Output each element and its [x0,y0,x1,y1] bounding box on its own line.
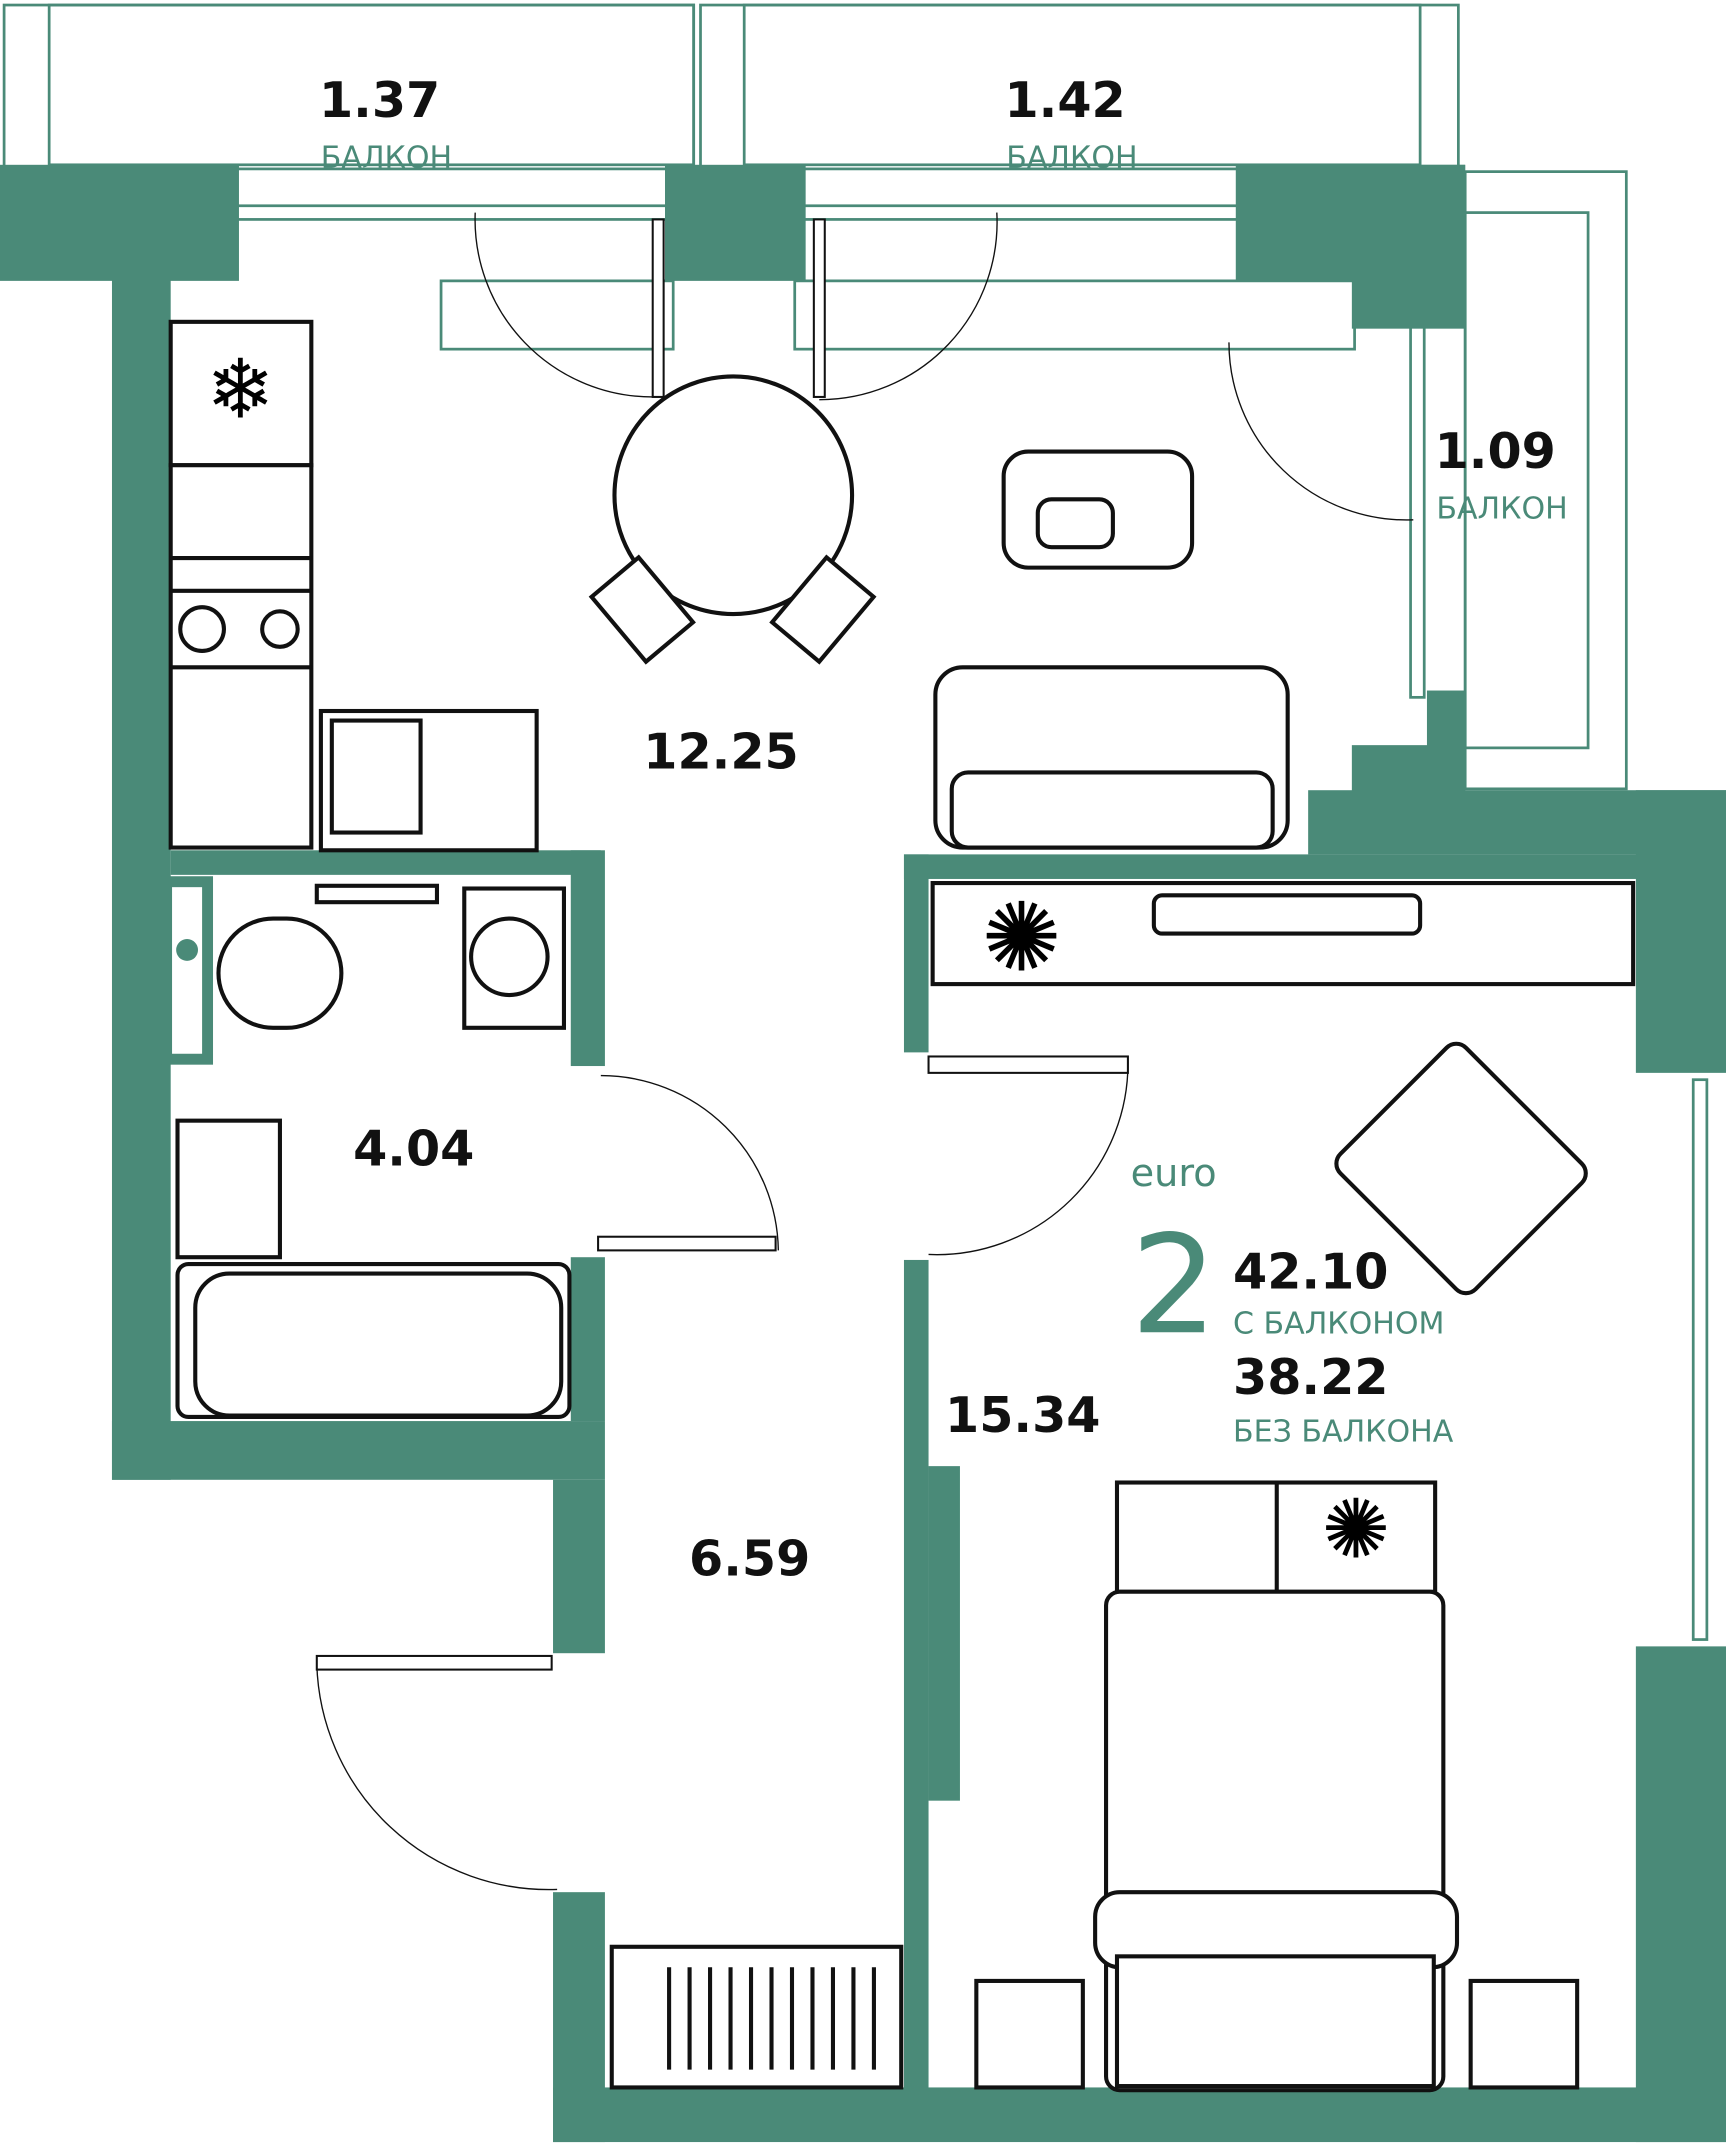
balcony-1: 1.37 БАЛКОН [319,71,452,176]
rooms-count: 2 [1131,1206,1218,1365]
balcony-2: 1.42 БАЛКОН [1004,71,1137,176]
walls [0,164,1726,2143]
balcony-label: БАЛКОН [1436,491,1567,526]
kitchen-living-area: 12.25 [643,722,798,780]
plant-icon: ✺ [981,881,1061,993]
bathroom-area: 4.04 [353,1120,474,1178]
balcony-3: 1.09 БАЛКОН [1435,422,1568,527]
area-without-balcony: 38.22 [1233,1348,1388,1406]
balcony-area: 1.09 [1435,422,1556,480]
type-prefix: euro [1131,1152,1217,1196]
bedroom-area: 15.34 [945,1386,1100,1444]
balcony-area: 1.42 [1004,71,1125,129]
with-balcony-label: С БАЛКОНОМ [1233,1307,1444,1342]
furniture: ❄ ✺ ✺ [168,319,1636,2093]
plant-icon: ✺ [1322,1483,1391,1578]
balcony-label: БАЛКОН [1006,141,1137,176]
hallway-area: 6.59 [689,1529,810,1587]
area-with-balcony: 42.10 [1233,1243,1388,1301]
apartment-summary: euro 2 42.10 С БАЛКОНОМ 38.22 БЕЗ БАЛКОН… [1131,1152,1454,1449]
snowflake-icon: ❄ [206,342,275,437]
without-balcony-label: БЕЗ БАЛКОНА [1233,1415,1454,1450]
balcony-label: БАЛКОН [321,141,452,176]
doors [315,212,1414,1891]
radiator-icon [667,1967,876,2070]
balcony-area: 1.37 [319,71,440,129]
balcony-outlines [2,3,1709,1641]
